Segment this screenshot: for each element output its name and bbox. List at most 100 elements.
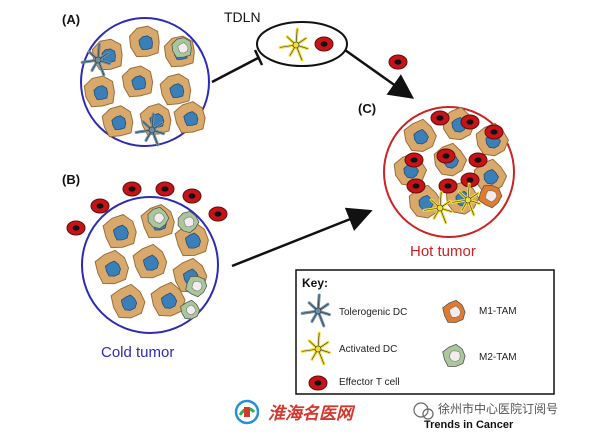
t-cell-nucleus [188,193,196,199]
tumor-cell [150,281,186,317]
effector-t-cell-icon [122,181,142,197]
effector-t-cell-icon [182,188,202,204]
arrow-cold-to-hot-tumor [231,207,373,268]
tumor-cell-nucleus [142,254,160,271]
tumor-cell-nucleus [184,232,201,249]
tumor-cell-nucleus [104,260,121,277]
effector-t-cell-icon [308,375,328,391]
m1-tam-icon [478,184,503,209]
tam-nucleus [186,304,197,316]
panel-b-tumor [66,181,228,334]
footer: 淮海名医网 徐州市中心医院订阅号 Trends in Cancer [234,399,558,431]
tam-nucleus [449,350,461,362]
cold-tumor-label: Cold tumor [101,344,174,361]
key-title: Key: [302,276,328,290]
t-cell-nucleus [436,115,444,121]
effector-t-cell-icon [468,152,488,168]
key-legend: Key: Tolerogenic DC Activated DC Effecto… [295,269,555,395]
effector-t-cell-icon [208,206,228,222]
tumor-cell-nucleus [413,129,429,145]
panel-label-b: (B) [62,172,80,187]
tumor-cell-nucleus [160,292,178,309]
tam-nucleus [485,190,498,203]
m1-tam-icon [442,299,466,323]
tolerogenic-dc-icon [134,112,165,147]
tam-nucleus [153,212,165,224]
key-icons [300,293,466,391]
effector-t-cell-icon [406,178,426,194]
t-cell-nucleus [320,41,328,47]
tumor-cell [121,65,154,98]
dc-core [314,345,322,353]
wechat-icon [413,402,434,420]
tdln-contents [278,27,334,62]
t-cell-nucleus [466,119,474,125]
tumor-cell [173,101,206,134]
panel-a-tumor [80,17,210,147]
t-cell-nucleus [128,186,136,192]
effector-t-cell-icon [438,178,458,194]
activated-dc-icon [300,331,331,366]
tumor-cell [102,214,137,249]
effector-t-cell-icon [460,114,480,130]
t-cell-nucleus [410,157,418,163]
t-cell-nucleus [442,153,450,159]
effector-t-cell-icon [404,152,424,168]
tumor-cell [94,249,130,285]
tumor-cell [128,25,160,58]
t-cell-nucleus [466,177,474,183]
dc-core [436,204,444,212]
arrow-tdln-to-hot-tumor [344,48,415,99]
t-cell-nucleus [161,186,169,192]
dc-core [148,126,156,134]
key-label-m1-tam: M1-TAM [479,306,517,317]
source-text: Trends in Cancer [424,419,514,431]
effector-t-cell-icon [66,220,86,236]
tumor-cell [110,283,146,319]
inhibition-connector [211,49,264,84]
panel-b-tumor-cells [94,203,209,320]
tumor-cell [159,73,192,106]
panel-a-tumor-cells [80,25,206,147]
tumor-cell-nucleus [111,115,127,131]
hospital-logo-icon [234,399,260,425]
tumor-cell [132,243,168,279]
tumor-cell [83,75,115,108]
key-label-effector-t-cell: Effector T cell [339,377,400,388]
panel-label-c: (C) [358,101,376,116]
key-label-tolerogenic-dc: Tolerogenic DC [339,307,407,318]
tumor-cell [101,105,134,138]
logo-text: 淮海名医网 [268,404,356,424]
key-label-m2-tam: M2-TAM [479,352,517,363]
t-cell-nucleus [412,183,420,189]
effector-t-cell-icon [314,36,334,52]
tumor-cell [403,118,437,153]
m2-tam-icon [442,343,466,367]
m2-tam-icon [177,210,200,234]
t-cell-nucleus [394,59,402,65]
panel-c-tumor-cells [393,106,509,225]
watermark-text: 徐州市中心医院订阅号 [438,401,558,416]
panel-label-a: (A) [62,12,80,27]
m2-tam-icon [185,275,208,298]
tumor-cell-nucleus [131,75,147,91]
tdln-label: TDLN [224,9,261,25]
activated-dc-icon [278,27,309,62]
dc-core [94,56,102,64]
m2-tam-icon [171,37,192,58]
effector-t-cell-icon [430,110,450,126]
logo-ring [234,399,260,425]
effector-t-cell-icon [155,181,175,197]
tam-nucleus [177,42,189,54]
tolerogenic-dc-icon [300,293,331,328]
tumor-cell-nucleus [93,85,109,101]
dc-core [292,41,300,49]
tumor-cell-nucleus [138,35,153,51]
effector-t-cell-icon [436,148,456,164]
t-cell-nucleus [96,203,104,209]
key-label-activated-dc: Activated DC [339,344,397,355]
effector-t-cell-icon [90,198,110,214]
tumor-cell-nucleus [112,224,129,241]
tam-nucleus [191,280,203,292]
panel-b-excluded-t-cells [66,181,228,236]
